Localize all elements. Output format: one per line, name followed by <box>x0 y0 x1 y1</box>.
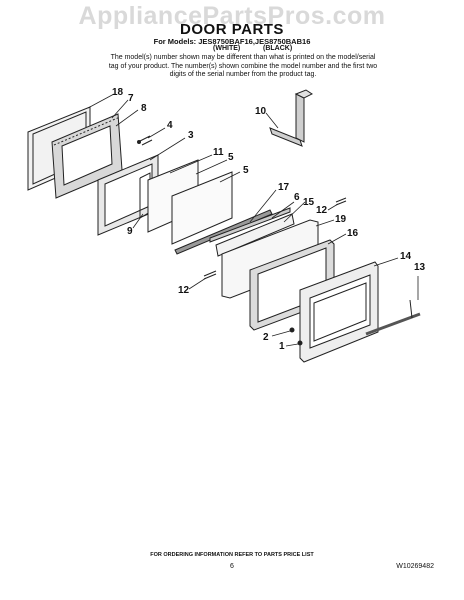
model-numbers: For Models: JES8750BAF16,JES8750BAB16 <box>153 37 311 46</box>
watermark: AppliancePartsPros.com <box>78 2 386 30</box>
part-1-screw <box>297 340 303 346</box>
part-6-glass <box>209 207 295 257</box>
callout-5-lower: 5 <box>243 165 249 176</box>
callout-5-upper: 5 <box>228 152 234 163</box>
callout-9: 9 <box>127 226 133 237</box>
callout-6: 6 <box>294 192 300 203</box>
part-14-outer-door <box>299 261 379 363</box>
callout-12-upper: 12 <box>316 205 328 216</box>
callout-1: 1 <box>279 341 285 352</box>
variant-white: (WHITE) <box>213 45 241 52</box>
callout-14: 14 <box>400 251 412 262</box>
callout-8: 8 <box>141 103 147 114</box>
part-10-hinge <box>269 89 313 147</box>
model-note: The model(s) number shown may be differe… <box>108 54 378 79</box>
callout-7: 7 <box>128 93 134 104</box>
callout-4: 4 <box>167 120 173 131</box>
page-title: DOOR PARTS <box>180 21 284 38</box>
callout-3: 3 <box>188 130 194 141</box>
callout-18: 18 <box>112 87 124 98</box>
callout-16: 16 <box>347 228 359 239</box>
part-4-screws <box>137 135 153 146</box>
document-number: W10269482 <box>396 563 434 570</box>
callout-19: 19 <box>335 214 347 225</box>
callout-2: 2 <box>263 332 269 343</box>
callout-13: 13 <box>414 262 426 273</box>
callout-12-lower: 12 <box>178 285 190 296</box>
callout-10: 10 <box>255 106 267 117</box>
part-2-screw <box>289 327 295 333</box>
variant-black: (BLACK) <box>263 45 293 52</box>
callout-17: 17 <box>278 182 290 193</box>
part-13-handle <box>365 299 421 336</box>
callout-11: 11 <box>213 147 224 158</box>
callout-15: 15 <box>303 197 315 208</box>
part-17-trim <box>174 209 273 255</box>
page-number: 6 <box>230 563 234 570</box>
part-5-glass <box>147 159 233 245</box>
ordering-info: FOR ORDERING INFORMATION REFER TO PARTS … <box>150 552 314 558</box>
leader-lines <box>87 93 419 347</box>
